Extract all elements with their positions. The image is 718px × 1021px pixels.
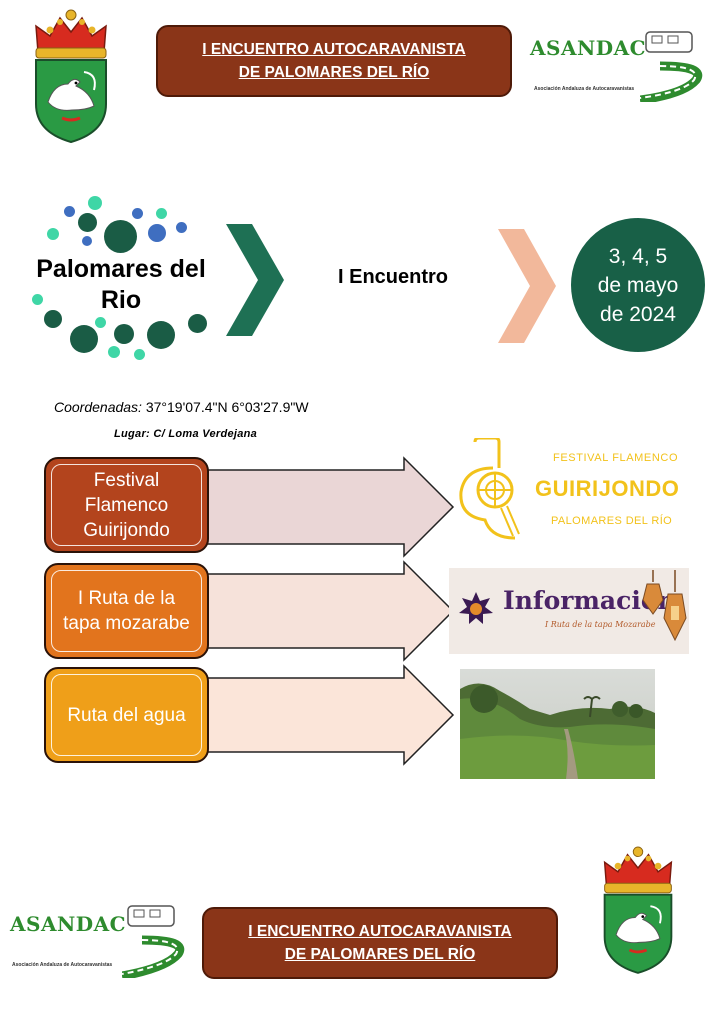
dot [134, 349, 145, 360]
path-photo [460, 669, 655, 779]
activity-box-tapa: I Ruta de la tapa mozarabe [44, 563, 209, 659]
lantern-icon [642, 570, 687, 642]
activity-arrow [206, 560, 455, 662]
coat-of-arms-icon [603, 846, 673, 974]
guitar-sun-icon [459, 438, 520, 540]
coordinates-label: Coordenadas: [54, 399, 142, 415]
chevron-right-icon [498, 229, 556, 343]
guirijondo-logo: FESTIVAL FLAMENCO GUIRIJONDO PALOMARES D… [455, 438, 695, 542]
informacion-subtitle: I Ruta de la tapa Mozarabe [545, 620, 656, 629]
dot [32, 294, 43, 305]
dot [108, 346, 120, 358]
dot [88, 196, 102, 210]
dot [156, 208, 167, 219]
coordinates-value: 37°19'07.4"N 6°03'27.9"W [145, 399, 309, 415]
asandac-tagline: Asociación Andaluza de Autocaravanistas [534, 86, 635, 92]
activity-label: Flamenco [84, 494, 169, 516]
footer-banner-line1: I ENCUENTRO AUTOCARAVANISTA [248, 923, 512, 940]
dot [114, 324, 134, 344]
activity-box-agua: Ruta del agua [44, 667, 209, 763]
camper-van-icon [640, 31, 703, 102]
crown [603, 846, 673, 894]
dot [104, 220, 137, 253]
dove-icon [615, 912, 661, 944]
dot [147, 321, 175, 349]
dot [176, 222, 187, 233]
guirijondo-top: FESTIVAL FLAMENCO [553, 452, 679, 464]
footer-banner: I ENCUENTRO AUTOCARAVANISTA DE PALOMARES… [202, 907, 558, 979]
activity-label: Festival [93, 469, 160, 491]
dot [78, 213, 97, 232]
date-circle: 3, 4, 5 de mayo de 2024 [571, 218, 705, 352]
guirijondo-bottom: PALOMARES DEL RÍO [551, 515, 673, 527]
event-name: I Encuentro [337, 266, 448, 288]
activity-arrow [206, 664, 455, 766]
dot [70, 325, 98, 353]
activity-label: Guirijondo [83, 519, 170, 541]
asandac-logo-top: ASANDAC Asociación Andaluza de Autocarav… [528, 26, 706, 102]
dot [47, 228, 59, 240]
town-title-line1: Palomares del [36, 255, 206, 283]
dot [188, 314, 207, 333]
asandac-logo-bottom: ASANDAC Asociación Andaluza de Autocarav… [8, 900, 188, 978]
activity-label: tapa mozarabe [63, 613, 190, 634]
activity-arrow [206, 456, 455, 558]
date-line2: de mayo [597, 273, 679, 297]
dot [44, 310, 62, 328]
guirijondo-main: GUIRIJONDO [535, 476, 680, 501]
coordinates: Coordenadas: 37°19'07.4"N 6°03'27.9"W [54, 399, 309, 415]
dot [95, 317, 106, 328]
asandac-logo-text: ASANDAC [10, 912, 127, 936]
chevron-right-icon [226, 224, 284, 336]
header-banner-line2: DE PALOMARES DEL RÍO [238, 64, 430, 81]
town-title: Palomares del Rio [20, 254, 222, 316]
activity-label: Ruta del agua [67, 704, 186, 726]
coat-of-arms-icon [35, 9, 107, 144]
asandac-logo-text: ASANDAC [530, 36, 647, 60]
dot [148, 224, 166, 242]
place-address: Lugar: C/ Loma Verdejana [114, 428, 258, 440]
dot [82, 236, 92, 246]
date-line3: de 2024 [600, 302, 676, 326]
dot [64, 206, 75, 217]
header-banner-line1: I ENCUENTRO AUTOCARAVANISTA [202, 41, 466, 58]
activity-label: I Ruta de la [77, 588, 176, 609]
header-banner: I ENCUENTRO AUTOCARAVANISTA DE PALOMARES… [156, 25, 512, 97]
footer-banner-line2: DE PALOMARES DEL RÍO [284, 946, 476, 963]
informacion-banner: Información I Ruta de la tapa Mozarabe [449, 568, 689, 654]
asandac-tagline: Asociación Andaluza de Autocaravanistas [12, 962, 113, 968]
dot [132, 208, 143, 219]
crown [35, 9, 107, 59]
date-line1: 3, 4, 5 [608, 244, 668, 268]
activity-box-flamenco: Festival Flamenco Guirijondo [44, 457, 209, 553]
town-title-line2: Rio [100, 286, 142, 314]
star-ornament-icon [459, 592, 493, 624]
camper-van-icon [122, 905, 185, 978]
dove-icon [47, 78, 95, 111]
